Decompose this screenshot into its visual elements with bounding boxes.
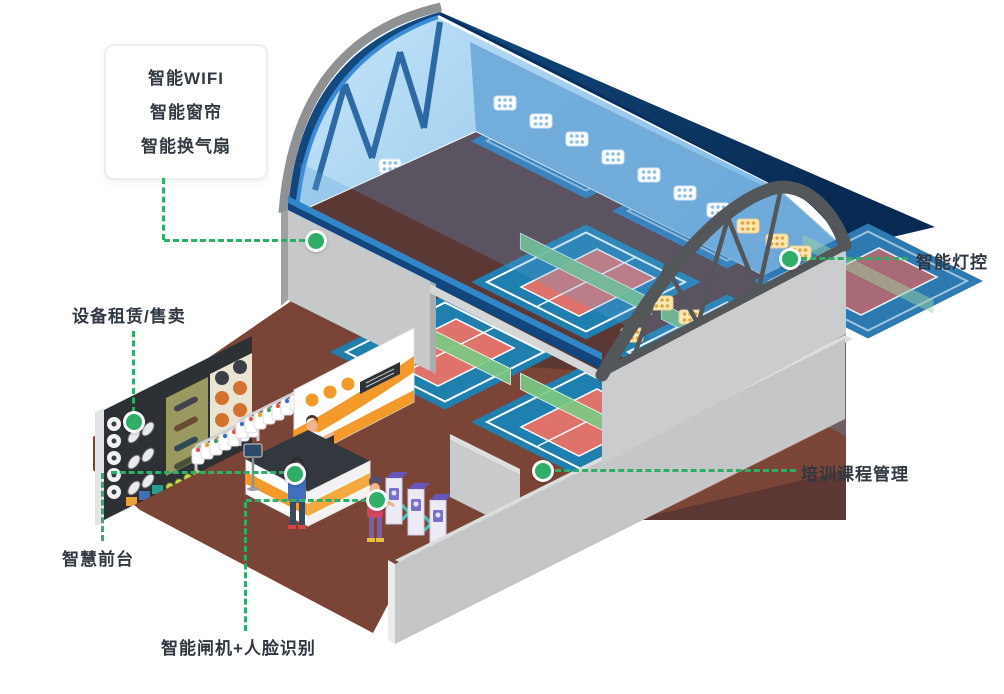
hotspot-dot-frontdesk[interactable] xyxy=(284,463,306,485)
soccer-balls xyxy=(107,417,121,499)
connector-equipment xyxy=(132,331,135,413)
hall-interior xyxy=(297,18,846,317)
label-gate: 智能闸机+人脸识别 xyxy=(161,639,316,658)
connector-lighting xyxy=(801,257,908,260)
connector-frontdesk-vertical xyxy=(101,473,104,541)
gate-pod xyxy=(407,483,430,536)
smart-features-callout: 智能WIFI 智能窗帘 智能换气扇 xyxy=(104,44,268,180)
roof-trim-blue xyxy=(295,15,439,210)
label-lighting: 智能灯控 xyxy=(916,253,988,272)
hotspot-dot-wifi[interactable] xyxy=(305,230,327,252)
gate-pod xyxy=(385,472,408,525)
right-end-wall xyxy=(602,246,846,465)
arch-truss-braces xyxy=(312,21,443,191)
hotspot-dot-training[interactable] xyxy=(532,460,554,482)
turnstile-gates xyxy=(367,472,452,547)
rackets xyxy=(127,421,155,496)
label-frontdesk: 智慧前台 xyxy=(62,550,134,569)
callout-line-fan: 智能换气扇 xyxy=(141,136,231,156)
connector-gate-vertical xyxy=(244,502,247,631)
gate-pod xyxy=(429,494,452,547)
front-left-wall xyxy=(281,196,602,381)
label-training: 培训课程管理 xyxy=(801,465,909,484)
connector-training xyxy=(555,469,796,472)
connector-frontdesk-horizontal xyxy=(111,471,285,474)
connector-gate-horizontal xyxy=(246,499,367,502)
callout-line-curtain: 智能窗帘 xyxy=(150,102,222,122)
label-equipment: 设备租赁/售卖 xyxy=(72,307,186,326)
backdrop-plaque xyxy=(360,362,400,394)
hotspot-dot-equipment[interactable] xyxy=(123,411,145,433)
hotspot-dot-lighting[interactable] xyxy=(779,248,801,270)
arched-roof xyxy=(278,2,935,248)
callout-line-wifi: 智能WIFI xyxy=(148,68,224,88)
hotspot-dot-gate[interactable] xyxy=(366,489,388,511)
arch-truss xyxy=(595,180,852,382)
connector-wifi-horizontal xyxy=(164,239,305,242)
connector-wifi-vertical xyxy=(162,178,165,240)
roof-trim-gray xyxy=(278,2,443,214)
sign-board xyxy=(243,443,263,491)
